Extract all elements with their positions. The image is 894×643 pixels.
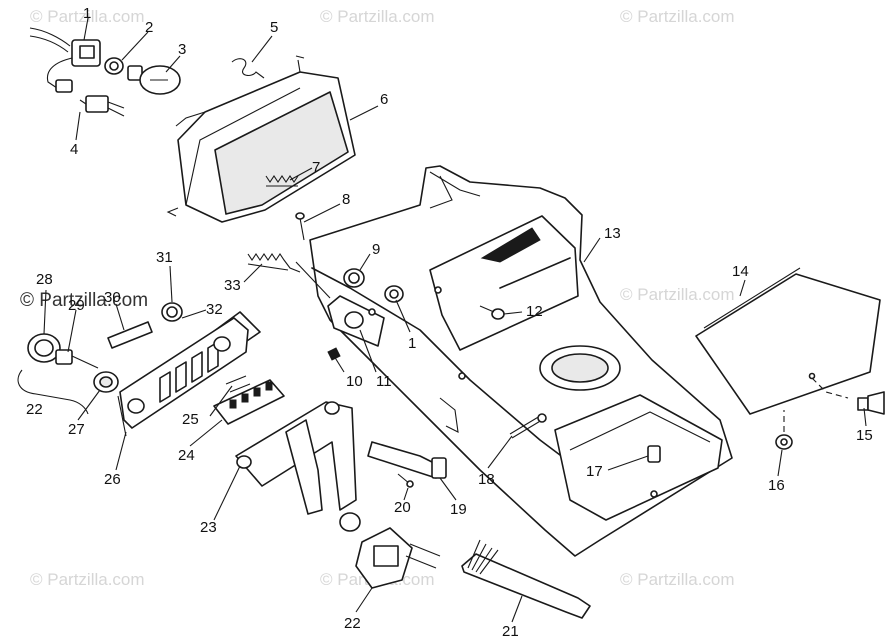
callout-16: 16 [768,477,785,494]
part-pins-25 [225,375,251,393]
part-screw-20 [397,473,414,488]
callout-9: 9 [372,241,380,258]
part-connector-4 [79,95,125,117]
callout-10: 10 [346,373,363,390]
part-wingnut-15 [857,391,885,415]
part-bolt-18 [509,413,547,439]
part-hood-13 [309,165,733,557]
callout-13: 13 [604,225,621,242]
callout-6: 6 [380,91,388,108]
callout-15: 15 [856,427,873,444]
callout-7: 7 [312,159,320,176]
callout-2: 2 [145,19,153,36]
part-bulb-3 [127,65,181,95]
callout-30: 30 [104,289,121,306]
callout-32: 32 [206,301,223,318]
part-screw-8 [295,212,305,241]
part-switch-block-24 [213,379,285,425]
part-connector-22 [339,512,441,589]
callout-27: 27 [68,421,85,438]
part-grommet-9 [343,268,365,288]
part-socket-2 [104,57,124,75]
watermark: © Partzilla.com [30,570,145,589]
callout-3: 3 [178,41,186,58]
watermark: © Partzilla.com [30,7,145,26]
part-key-29 [55,349,99,369]
part-plate-11 [327,295,385,347]
callout-33: 33 [224,277,241,294]
callout-1b: 1 [408,335,416,352]
callout-4: 4 [70,141,78,158]
callout-28: 28 [36,271,53,288]
watermark: © Partzilla.com [320,7,435,26]
part-spring-33 [247,253,331,299]
callout-19: 19 [450,501,467,518]
group-bracket-22 [17,369,89,415]
callout-5: 5 [270,19,278,36]
callout-22b: 22 [344,615,361,632]
part-nut-10 [327,347,341,361]
part-cover-14 [695,267,881,415]
watermark: © Partzilla.com [620,7,735,26]
watermark: © Partzilla.com [620,570,735,589]
part-spring-7 [265,175,299,187]
part-ring-28 [27,333,61,363]
part-switch-panel-26 [117,317,249,437]
callout-17: 17 [586,463,603,480]
part-spring-5 [231,58,265,79]
part-panel-30 [107,321,153,349]
callout-23: 23 [200,519,217,536]
callout-20: 20 [394,499,411,516]
part-headlight-6 [166,55,356,223]
callout-26: 26 [104,471,121,488]
part-connector-1 [29,27,101,93]
part-ignition-27 [93,371,119,393]
part-clip-17 [647,445,661,463]
leader-lines [43,17,867,623]
callout-12: 12 [526,303,543,320]
callout-24: 24 [178,447,195,464]
part-bracket-23 [235,401,357,515]
part-grommet-1b [384,285,404,303]
callout-labels: 1 2 3 4 5 6 7 8 9 1 12 13 14 31 33 28 29… [26,5,873,640]
callout-14: 14 [732,263,749,280]
callout-29: 29 [68,297,85,314]
callout-1: 1 [83,5,91,22]
callout-18: 18 [478,471,495,488]
part-washer-16 [775,410,793,450]
part-connector-19 [367,441,447,479]
callout-25: 25 [182,411,199,428]
callout-11: 11 [376,373,392,390]
callout-22: 22 [26,401,43,418]
part-grommet-31 [161,302,183,322]
callout-8: 8 [342,191,350,208]
callout-31: 31 [156,249,173,266]
watermark: © Partzilla.com [620,285,735,304]
callout-21: 21 [502,623,519,640]
part-harness-21 [461,539,591,619]
